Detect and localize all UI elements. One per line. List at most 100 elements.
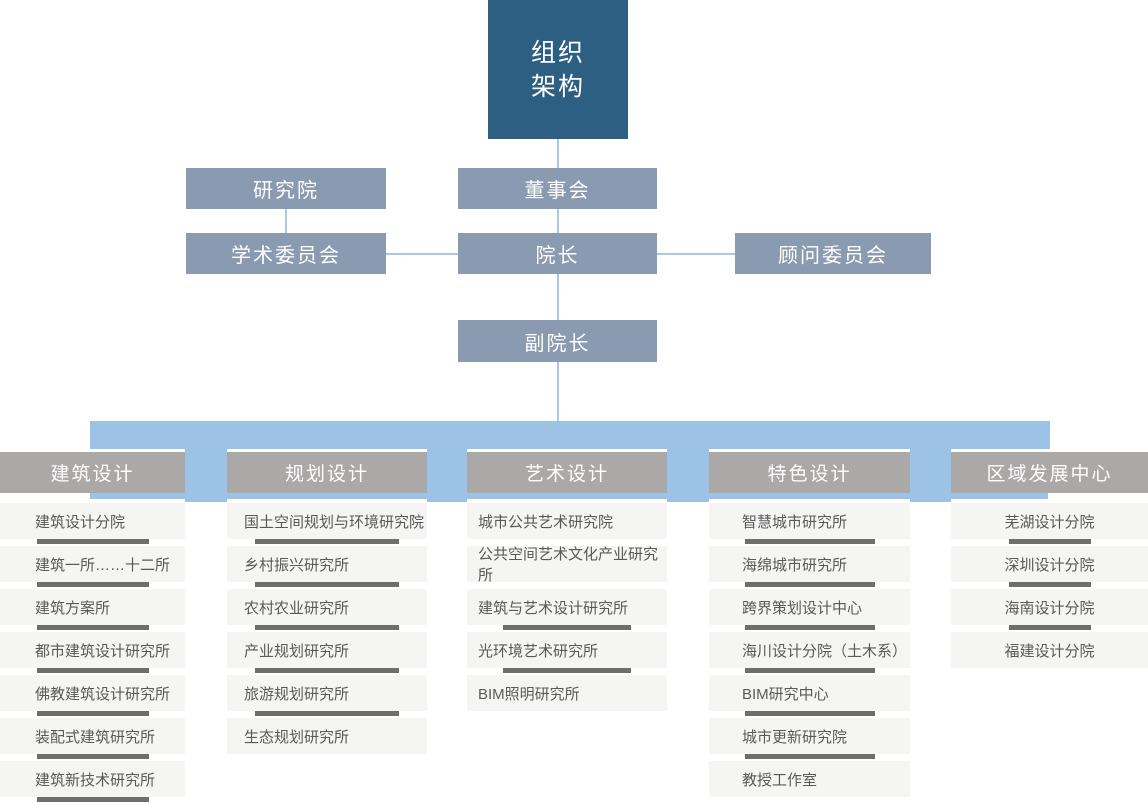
divider-bar [36,668,149,673]
department-header: 规划设计 [227,452,427,493]
list-item-label: 跨界策划设计中心 [742,599,863,617]
list-item-label: 海南设计分院 [1004,599,1095,617]
list-item: 建筑设计分院 [0,503,185,539]
divider-bar [744,582,875,587]
department-list: 城市公共艺术研究院公共空间艺术文化产业研究所建筑与艺术设计研究所光环境艺术研究所… [467,503,667,718]
list-item: 城市更新研究院 [709,718,910,754]
row-separator [951,582,1148,589]
org-box-research-institute: 研究院 [186,168,386,209]
divider-bar [36,754,149,759]
row-separator [227,625,427,632]
row-separator [467,711,667,718]
row-separator [709,582,910,589]
row-separator [227,711,427,718]
list-item-label: 佛教建筑设计研究所 [35,685,171,703]
list-item: 佛教建筑设计研究所 [0,675,185,711]
distribution-bar [90,421,1050,449]
connector-board-dean [557,209,559,233]
connector-dean-vicedean [557,274,559,320]
department-column-architecture: 建筑设计 建筑设计分院建筑一所……十二所建筑方案所都市建筑设计研究所佛教建筑设计… [0,452,185,803]
department-header: 建筑设计 [0,452,185,493]
row-separator [0,797,185,803]
department-column-special: 特色设计 智慧城市研究所海绵城市研究所跨界策划设计中心海川设计分院（土木系）BI… [709,452,910,803]
list-item: 建筑与艺术设计研究所 [467,589,667,625]
connector-dean-advisory [657,253,735,255]
department-header: 区域发展中心 [951,452,1148,493]
department-header: 艺术设计 [467,452,667,493]
org-box-dean: 院长 [458,233,657,274]
connector-academic-dean [386,253,458,255]
row-separator [951,625,1148,632]
list-item-label: 农村农业研究所 [244,599,350,617]
list-item: BIM照明研究所 [467,675,667,711]
list-item: 乡村振兴研究所 [227,546,427,582]
list-item: 建筑新技术研究所 [0,761,185,797]
org-title-line-1: 组织 [530,39,585,67]
org-title-line-2: 架构 [530,73,585,101]
list-item: 生态规划研究所 [227,718,427,754]
department-list: 建筑设计分院建筑一所……十二所建筑方案所都市建筑设计研究所佛教建筑设计研究所装配… [0,503,185,803]
list-item: 芜湖设计分院 [951,503,1148,539]
list-item: 公共空间艺术文化产业研究所 [467,546,667,584]
list-item-label: 国土空间规划与环境研究院 [244,513,425,531]
divider-bar [744,711,875,716]
list-item-label: 光环境艺术研究所 [478,642,599,660]
divider-bar [255,711,399,716]
list-item: 深圳设计分院 [951,546,1148,582]
org-box-board: 董事会 [458,168,657,209]
divider-bar [36,625,149,630]
list-item: 国土空间规划与环境研究院 [227,503,427,539]
list-item-label: 都市建筑设计研究所 [35,642,171,660]
row-separator [0,625,185,632]
list-item-label: 建筑与艺术设计研究所 [478,599,629,617]
list-item-label: 乡村振兴研究所 [244,556,350,574]
row-separator [227,668,427,675]
distribution-underline [90,493,1048,499]
department-list: 国土空间规划与环境研究院乡村振兴研究所农村农业研究所产业规划研究所旅游规划研究所… [227,503,427,761]
divider-bar [744,668,875,673]
list-item: 教授工作室 [709,761,910,797]
divider-bar [1008,582,1091,587]
list-item: 都市建筑设计研究所 [0,632,185,668]
divider-bar [255,539,399,544]
divider-bar [744,539,875,544]
row-separator [467,582,667,589]
list-item-label: 旅游规划研究所 [244,685,350,703]
department-column-regional: 区域发展中心 芜湖设计分院深圳设计分院海南设计分院福建设计分院 [951,452,1148,675]
divider-bar [36,797,149,802]
department-column-planning: 规划设计 国土空间规划与环境研究院乡村振兴研究所农村农业研究所产业规划研究所旅游… [227,452,427,761]
row-separator [467,625,667,632]
list-item-label: 城市公共艺术研究院 [478,513,614,531]
divider-bar [1008,539,1091,544]
list-item-label: BIM照明研究所 [478,685,580,703]
row-separator [227,582,427,589]
list-item-label: 产业规划研究所 [244,642,350,660]
list-item-label: 生态规划研究所 [244,728,350,746]
list-item: 农村农业研究所 [227,589,427,625]
divider-bar [744,625,875,630]
divider-bar [1008,625,1091,630]
divider-bar [503,668,631,673]
list-item: 跨界策划设计中心 [709,589,910,625]
org-box-advisory-committee: 顾问委员会 [735,233,931,274]
list-item: 海川设计分院（土木系） [709,632,910,668]
list-item: 城市公共艺术研究院 [467,503,667,539]
list-item-label: 公共空间艺术文化产业研究所 [478,546,659,584]
department-column-art: 艺术设计 城市公共艺术研究院公共空间艺术文化产业研究所建筑与艺术设计研究所光环境… [467,452,667,718]
list-item: 海南设计分院 [951,589,1148,625]
org-title-box: 组织 架构 [488,0,628,139]
row-separator [467,668,667,675]
org-box-academic-committee: 学术委员会 [186,233,386,274]
row-separator [0,754,185,761]
divider-bar [36,539,149,544]
list-item-label: 深圳设计分院 [1004,556,1095,574]
list-item-label: 福建设计分院 [1004,642,1095,660]
department-header: 特色设计 [709,452,910,493]
list-item-label: 装配式建筑研究所 [35,728,156,746]
row-separator [951,539,1148,546]
list-item: 旅游规划研究所 [227,675,427,711]
list-item-label: 建筑新技术研究所 [35,771,156,789]
row-separator [227,754,427,761]
list-item: 光环境艺术研究所 [467,632,667,668]
org-box-vice-dean: 副院长 [458,320,657,362]
